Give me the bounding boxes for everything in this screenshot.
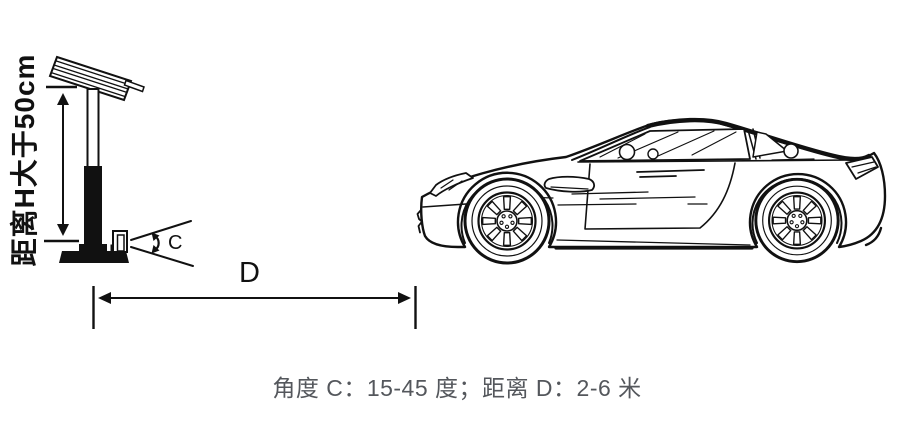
camera-pole-stand-icon	[48, 55, 145, 263]
angle-fov-lines	[130, 220, 194, 267]
stand-base	[59, 244, 129, 263]
stand-pole	[84, 88, 102, 250]
distance-d-label: D	[239, 257, 260, 289]
car-body	[416, 117, 887, 250]
car-front-wheel	[465, 179, 549, 263]
height-dimension-arrow	[44, 85, 79, 243]
distance-dimension-arrow	[92, 286, 417, 329]
rotation-arrow-icon	[151, 232, 160, 254]
angle-c-label: C	[168, 232, 183, 254]
stand-panel	[48, 55, 145, 102]
car-rear-wheel	[756, 179, 838, 261]
car-illustration	[416, 117, 887, 263]
roadside-sensor-icon	[110, 230, 128, 253]
height-dimension-label: 距离H大于50cm	[9, 53, 40, 267]
caption-text: 角度 C：15-45 度；距离 D：2-6 米	[272, 375, 642, 401]
